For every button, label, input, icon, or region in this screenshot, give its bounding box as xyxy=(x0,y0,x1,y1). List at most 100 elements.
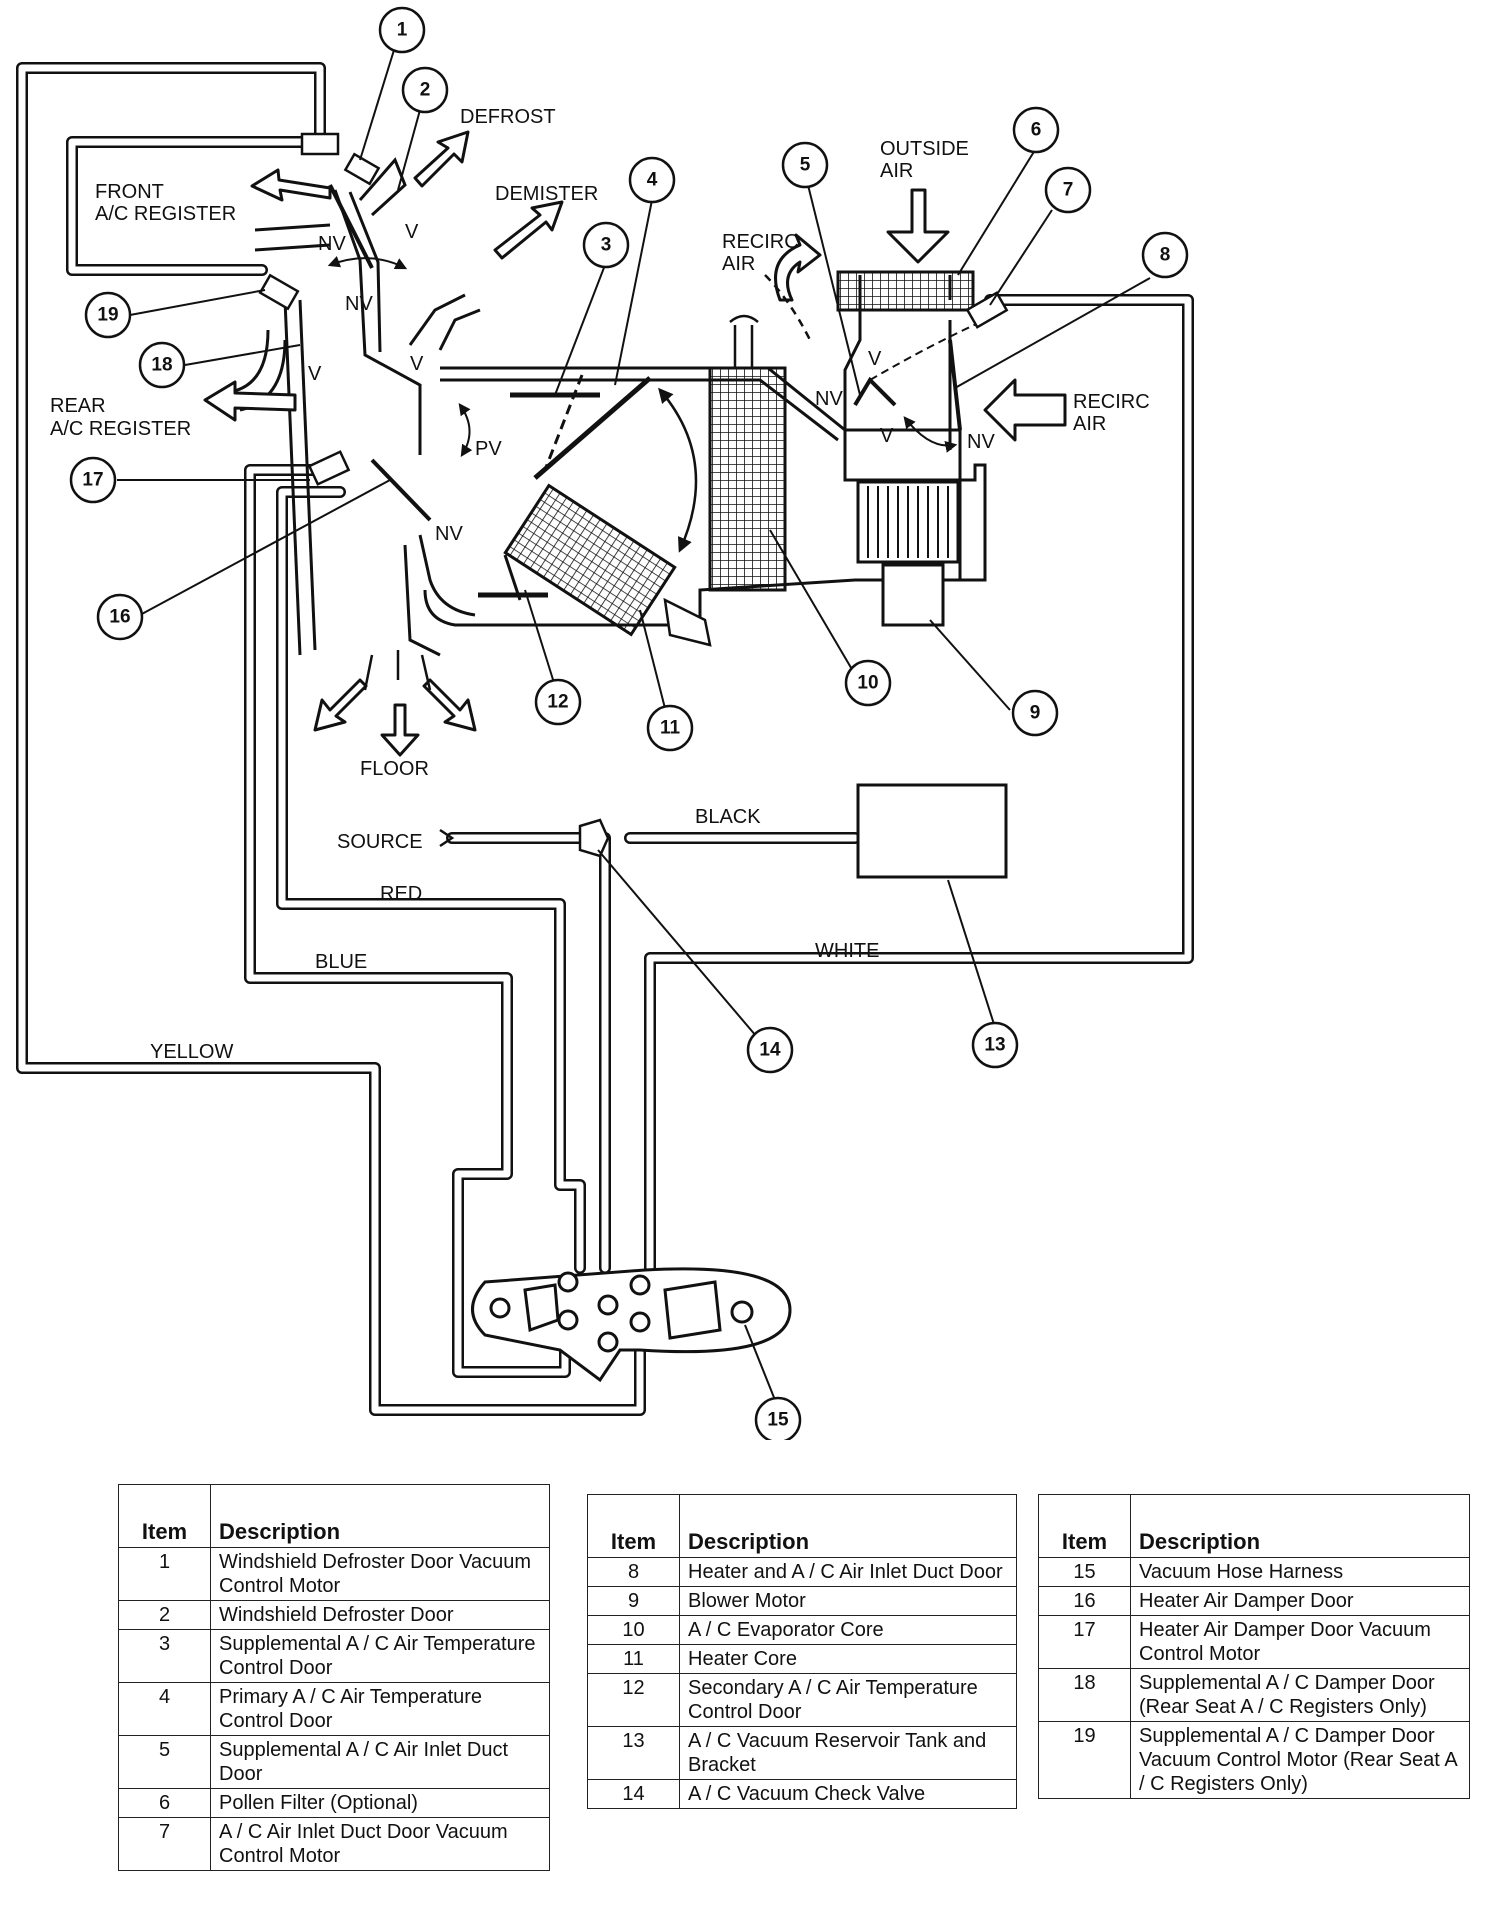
label-pv: PV xyxy=(475,438,502,460)
callout-14: 14 xyxy=(746,1026,794,1074)
label-demister: DEMISTER xyxy=(495,183,598,205)
table-header-description: Description xyxy=(1130,1493,1470,1559)
item-number: 11 xyxy=(587,1644,680,1675)
callout-4: 4 xyxy=(628,156,676,204)
callout-leaders xyxy=(117,49,1151,1401)
svg-text:4: 4 xyxy=(647,170,658,191)
callout-11: 11 xyxy=(646,704,694,752)
rear-register-arrow xyxy=(203,380,297,422)
callout-1: 1 xyxy=(378,6,426,54)
label-v: V xyxy=(405,221,419,243)
label-nv: NV xyxy=(967,431,995,453)
check-valve xyxy=(578,818,610,858)
vacuum-hoses xyxy=(16,62,1194,1416)
item-number: 15 xyxy=(1038,1557,1131,1588)
defroster-door xyxy=(328,184,374,269)
callout-19: 19 xyxy=(84,291,132,339)
supplemental-inlet-door xyxy=(853,376,897,407)
label-nv: NV xyxy=(815,388,843,410)
evaporator-core xyxy=(708,366,787,592)
label-rear-register-1: REAR xyxy=(50,395,106,417)
defrost-arrow xyxy=(413,130,470,188)
svg-text:2: 2 xyxy=(420,80,431,101)
label-rear-register-2: A/C REGISTER xyxy=(50,418,191,440)
callout-8: 8 xyxy=(1141,231,1189,279)
blower-motor xyxy=(881,563,945,627)
callout-17: 17 xyxy=(69,456,117,504)
item-description: A / C Vacuum Reservoir Tank and Bracket xyxy=(679,1726,1017,1781)
item-description: Windshield Defroster Door xyxy=(210,1600,550,1631)
svg-text:17: 17 xyxy=(82,470,103,491)
label-red: RED xyxy=(380,883,422,905)
vacuum-reservoir-tank xyxy=(856,783,1008,879)
label-v: V xyxy=(880,425,894,447)
callout-3: 3 xyxy=(582,221,630,269)
label-defrost: DEFROST xyxy=(460,106,556,128)
table-header-item: Item xyxy=(1038,1493,1131,1559)
label-black: BLACK xyxy=(695,806,761,828)
item-number: 13 xyxy=(587,1726,680,1781)
item-number: 10 xyxy=(587,1615,680,1646)
svg-text:13: 13 xyxy=(984,1035,1005,1056)
label-nv: NV xyxy=(345,293,373,315)
svg-text:6: 6 xyxy=(1031,120,1042,141)
label-front-register-2: A/C REGISTER xyxy=(95,203,236,225)
item-description: A / C Vacuum Check Valve xyxy=(679,1779,1017,1810)
item-number: 19 xyxy=(1038,1721,1131,1800)
item-number: 14 xyxy=(587,1779,680,1810)
callout-12: 12 xyxy=(534,678,582,726)
svg-text:5: 5 xyxy=(800,155,811,176)
callout-16: 16 xyxy=(96,593,144,641)
item-number: 2 xyxy=(118,1600,211,1631)
item-description: Windshield Defroster Door Vacuum Control… xyxy=(210,1547,550,1602)
svg-text:11: 11 xyxy=(660,718,681,739)
item-description: Secondary A / C Air Temperature Control … xyxy=(679,1673,1017,1728)
callout-5: 5 xyxy=(781,141,829,189)
recirc-right-arrow xyxy=(983,378,1067,442)
pollen-filter xyxy=(836,270,975,312)
label-nv: NV xyxy=(318,233,346,255)
item-description: Vacuum Hose Harness xyxy=(1130,1557,1470,1588)
item-description: Heater and A / C Air Inlet Duct Door xyxy=(679,1557,1017,1588)
callout-2: 2 xyxy=(401,66,449,114)
svg-text:8: 8 xyxy=(1160,245,1171,266)
svg-text:19: 19 xyxy=(97,305,118,326)
item-number: 1 xyxy=(118,1547,211,1602)
vacuum-system-diagram: DEFROST FRONT A/C REGISTER DEMISTER REAR… xyxy=(16,6,1194,1440)
item-number: 12 xyxy=(587,1673,680,1728)
callout-6: 6 xyxy=(1012,106,1060,154)
label-yellow: YELLOW xyxy=(150,1041,233,1063)
vacuum-motors xyxy=(258,152,1009,486)
table-header-item: Item xyxy=(118,1483,211,1549)
primary-temp-door xyxy=(533,376,652,480)
label-source: SOURCE xyxy=(337,831,423,853)
item-description: A / C Air Inlet Duct Door Vacuum Control… xyxy=(210,1817,550,1872)
label-recirc-air-left-1: RECIRC xyxy=(722,231,799,253)
label-outside-air-2: AIR xyxy=(880,160,913,182)
svg-text:18: 18 xyxy=(151,355,172,376)
floor-arrow-left xyxy=(313,678,368,732)
table-header-description: Description xyxy=(210,1483,550,1549)
demister-arrow xyxy=(493,200,564,260)
item-number: 17 xyxy=(1038,1615,1131,1670)
label-blue: BLUE xyxy=(315,951,367,973)
inlet-duct-door xyxy=(948,339,962,431)
label-v: V xyxy=(868,348,882,370)
item-number: 16 xyxy=(1038,1586,1131,1617)
outside-air-arrow xyxy=(886,188,950,264)
